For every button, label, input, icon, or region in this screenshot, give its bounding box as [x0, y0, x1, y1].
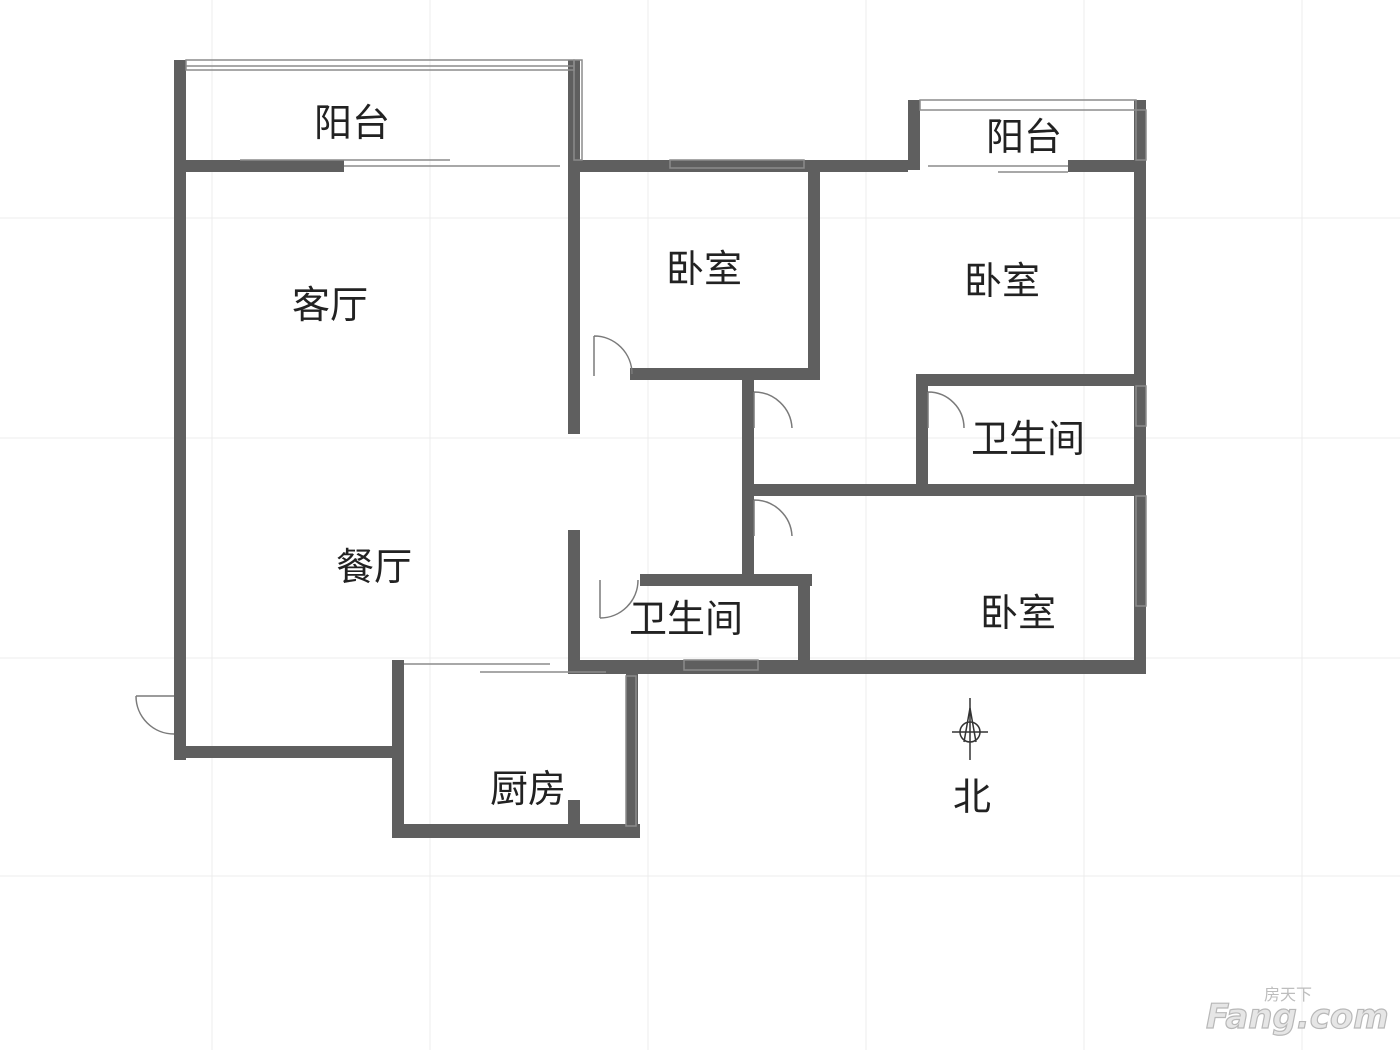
label-kitchen: 厨房: [490, 767, 566, 811]
label-dining-room: 餐厅: [336, 545, 412, 589]
windows: [185, 59, 1147, 827]
label-bathroom-a: 卫生间: [971, 417, 1085, 461]
compass-label: 北: [953, 775, 991, 819]
label-living-room: 客厅: [292, 283, 368, 327]
doors: [135, 335, 965, 735]
label-bedroom-c: 卧室: [980, 591, 1056, 635]
label-bedroom-b: 卧室: [964, 259, 1040, 303]
watermark-domain: Fang.com: [1206, 997, 1389, 1037]
compass: 北: [952, 698, 991, 819]
label-bathroom-b: 卫生间: [629, 597, 743, 641]
room-labels: 阳台 阳台 客厅 卧室 卧室 卫生间 餐厅 卫生间 卧室 厨房: [292, 101, 1085, 811]
watermark: 房天下 Fang.com: [1205, 985, 1389, 1038]
label-balcony-main: 阳台: [314, 101, 390, 145]
label-bedroom-a: 卧室: [666, 247, 742, 291]
watermark-brand: 房天下: [1264, 985, 1312, 1004]
label-balcony-side: 阳台: [986, 115, 1062, 159]
compass-arrow-icon: [952, 698, 988, 760]
